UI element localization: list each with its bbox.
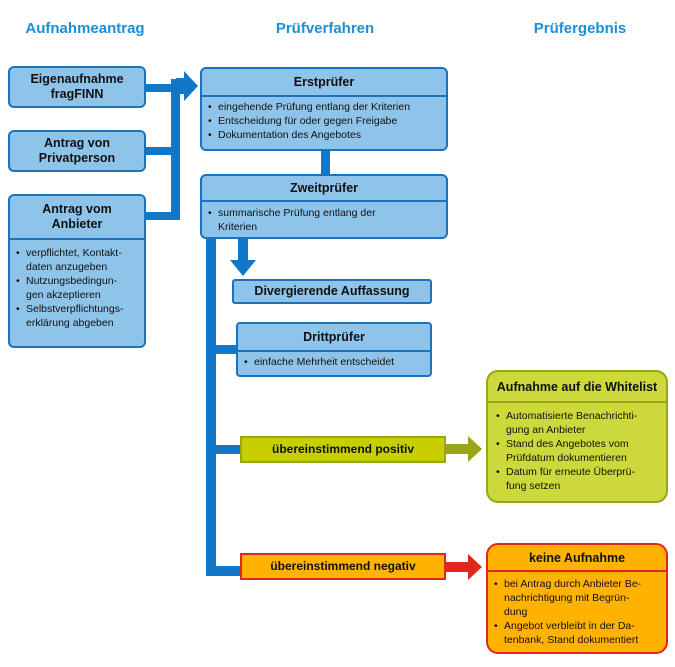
keine-title: keine Aufnahme xyxy=(528,551,626,565)
arrow-to-keine xyxy=(446,554,482,580)
box-anbieter: Antrag vom Anbieter verpflichtet, Kontak… xyxy=(8,194,146,348)
drittpruefer-separator xyxy=(238,350,430,352)
heading-pruefergebnis: Prüfergebnis xyxy=(533,20,627,37)
whitelist-title: Aufnahme auf die Whitelist xyxy=(496,380,658,394)
erstpruefer-item: Dokumentation des Angebotes xyxy=(208,128,442,142)
anbieter-item: Nutzungsbedingun-gen akzeptieren xyxy=(16,274,140,302)
stub-privatperson xyxy=(146,147,176,155)
privatperson-line-2: Privatperson xyxy=(38,151,116,165)
erstpruefer-list: eingehende Prüfung entlang der Kriterien… xyxy=(202,97,446,142)
whitelist-item: Automatisierte Benachrichti-gung an Anbi… xyxy=(496,409,662,437)
stub-eigenaufnahme xyxy=(146,84,176,92)
arrow-to-erstpruefer xyxy=(176,71,198,101)
drittpruefer-title: Drittprüfer xyxy=(303,330,365,344)
arrow-to-divergierend xyxy=(230,238,256,276)
arrow-to-whitelist xyxy=(446,436,482,462)
anbieter-header: Antrag vom Anbieter xyxy=(10,196,144,238)
stub-anbieter xyxy=(146,212,176,220)
box-keine-aufnahme: keine Aufnahme bei Antrag durch Anbieter… xyxy=(486,543,668,654)
heading-pruefverfahren: Prüfverfahren xyxy=(275,20,375,37)
box-zweitpruefer: Zweitprüfer summarische Prüfung entlang … xyxy=(200,174,448,239)
heading-aufnahmeantrag: Aufnahmeantrag xyxy=(25,20,145,37)
anbieter-title-line-1: Antrag vom xyxy=(42,202,112,216)
eigenaufnahme-line-2: fragFINN xyxy=(50,87,104,101)
box-whitelist: Aufnahme auf die Whitelist Automatisiert… xyxy=(486,370,668,503)
box-divergierend: Divergierende Auffassung xyxy=(232,279,432,304)
keine-item: bei Antrag durch Anbieter Be-nachrichtig… xyxy=(494,577,662,619)
anbieter-title-line-2: Anbieter xyxy=(51,217,103,231)
privatperson-line-1: Antrag von xyxy=(44,136,110,150)
box-privatperson: Antrag von Privatperson xyxy=(8,130,146,172)
bar-uebereinstimmend-positiv: übereinstimmend positiv xyxy=(240,436,446,463)
box-erstpruefer: Erstprüfer eingehende Prüfung entlang de… xyxy=(200,67,448,151)
drittpruefer-list: einfache Mehrheit entscheidet xyxy=(238,352,430,369)
whitelist-list: Automatisierte Benachrichti-gung an Anbi… xyxy=(488,403,666,493)
anbieter-item: Selbstverpflichtungs-erklärung abgeben xyxy=(16,302,140,330)
zweitpruefer-title: Zweitprüfer xyxy=(289,181,359,195)
positiv-label: übereinstimmend positiv xyxy=(271,442,415,456)
box-drittpruefer: Drittprüfer einfache Mehrheit entscheide… xyxy=(236,322,432,377)
bar-uebereinstimmend-negativ: übereinstimmend negativ xyxy=(240,553,446,580)
anbieter-separator xyxy=(10,238,144,240)
stub-positiv xyxy=(206,445,240,454)
drittpruefer-item: einfache Mehrheit entscheidet xyxy=(244,355,426,369)
erstpruefer-item: Entscheidung für oder gegen Freigabe xyxy=(208,114,442,128)
divergierend-label: Divergierende Auffassung xyxy=(254,284,410,298)
eigenaufnahme-line-1: Eigenaufnahme xyxy=(30,72,124,86)
main-vertical-connector xyxy=(206,238,216,576)
negativ-label: übereinstimmend negativ xyxy=(270,559,416,573)
zweitpruefer-separator xyxy=(202,200,446,202)
keine-separator xyxy=(488,570,666,572)
connector-erst-zweit xyxy=(321,150,330,175)
box-eigenaufnahme: Eigenaufnahme fragFINN xyxy=(8,66,146,108)
anbieter-item: verpflichtet, Kontakt-daten anzugeben xyxy=(16,246,140,274)
erstpruefer-item: eingehende Prüfung entlang der Kriterien xyxy=(208,100,442,114)
stub-negativ xyxy=(206,566,240,576)
keine-list: bei Antrag durch Anbieter Be-nachrichtig… xyxy=(488,572,666,647)
anbieter-list: verpflichtet, Kontakt-daten anzugeben Nu… xyxy=(10,240,144,330)
erstpruefer-title: Erstprüfer xyxy=(293,75,355,89)
erstpruefer-separator xyxy=(202,95,446,97)
stub-drittpruefer xyxy=(206,345,238,354)
whitelist-item: Datum für erneute Überprü-fung setzen xyxy=(496,465,662,493)
keine-item: Angebot verbleibt in der Da-tenbank, Sta… xyxy=(494,619,662,647)
whitelist-separator xyxy=(488,401,666,403)
